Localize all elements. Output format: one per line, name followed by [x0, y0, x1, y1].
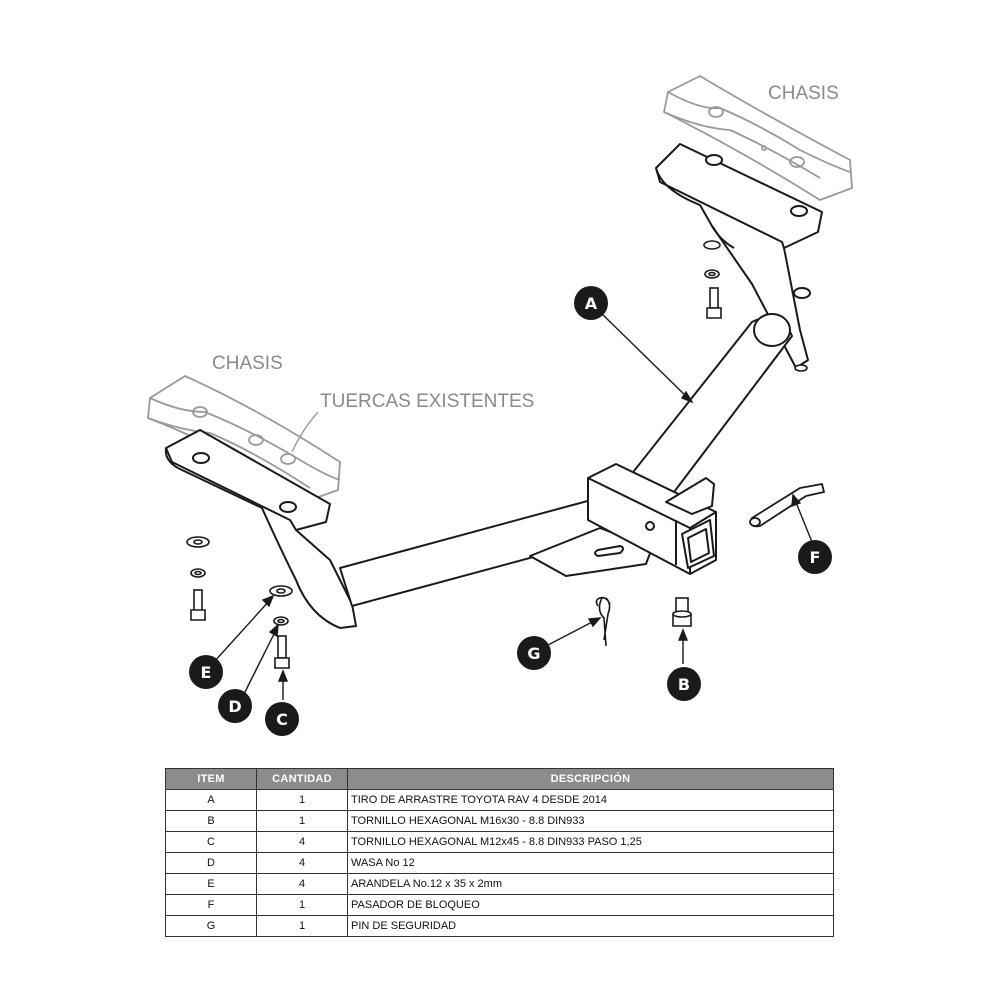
chasis-label-left: CHASIS [212, 353, 283, 374]
table-row: E 4 ARANDELA No.12 x 35 x 2mm [165, 873, 834, 895]
callout-f-letter: F [810, 548, 821, 567]
chasis-label-right: CHASIS [768, 83, 839, 104]
locking-pin-f [749, 483, 825, 528]
row-item: G [165, 915, 257, 937]
row-descripcion: PASADOR DE BLOQUEO [347, 894, 834, 916]
callout-f: F [798, 540, 832, 574]
row-cantidad: 1 [256, 915, 348, 937]
row-cantidad: 4 [256, 852, 348, 874]
table-row: B 1 TORNILLO HEXAGONAL M16x30 - 8.8 DIN9… [165, 810, 834, 832]
callout-b: B [667, 667, 701, 701]
row-cantidad: 1 [256, 789, 348, 811]
row-descripcion: WASA No 12 [347, 852, 834, 874]
callout-g-letter: G [527, 644, 540, 663]
table-row: F 1 PASADOR DE BLOQUEO [165, 894, 834, 916]
callout-b-letter: B [678, 675, 690, 694]
hitch-body [164, 143, 823, 629]
row-descripcion: PIN DE SEGURIDAD [347, 915, 834, 937]
row-item: A [165, 789, 257, 811]
row-item: C [165, 831, 257, 853]
table-row: G 1 PIN DE SEGURIDAD [165, 915, 834, 937]
row-descripcion: ARANDELA No.12 x 35 x 2mm [347, 873, 834, 895]
parts-table: ITEM CANTIDAD DESCRIPCIÓN A 1 TIRO DE AR… [165, 768, 834, 937]
row-cantidad: 1 [256, 894, 348, 916]
row-item: E [165, 873, 257, 895]
callout-c-letter: C [276, 710, 288, 729]
parts-table-header-row: ITEM CANTIDAD DESCRIPCIÓN [165, 768, 834, 790]
row-cantidad: 4 [256, 873, 348, 895]
row-item: D [165, 852, 257, 874]
row-cantidad: 1 [256, 810, 348, 832]
table-row: C 4 TORNILLO HEXAGONAL M12x45 - 8.8 DIN9… [165, 831, 834, 853]
hardware-right [703, 240, 808, 372]
callout-a: A [574, 286, 608, 320]
row-item: B [165, 810, 257, 832]
table-row: D 4 WASA No 12 [165, 852, 834, 874]
row-descripcion: TORNILLO HEXAGONAL M12x45 - 8.8 DIN933 P… [347, 831, 834, 853]
hitch-plate [529, 527, 653, 577]
row-item: F [165, 894, 257, 916]
callout-d-letter: D [228, 697, 241, 716]
safety-pin-g [595, 596, 611, 647]
leader-lines [213, 311, 813, 700]
header-cantidad: CANTIDAD [256, 768, 348, 790]
header-item: ITEM [165, 768, 257, 790]
chassis-rail-right [663, 75, 853, 201]
callout-c: C [265, 702, 299, 736]
header-descripcion: DESCRIPCIÓN [347, 768, 834, 790]
bolt-b [672, 597, 692, 627]
table-row: A 1 TIRO DE ARRASTRE TOYOTA RAV 4 DESDE … [165, 789, 834, 811]
callout-d: D [218, 689, 252, 723]
left-bracket [164, 429, 357, 629]
callout-e: E [189, 655, 223, 689]
tuercas-existentes-label: TUERCAS EXISTENTES [320, 391, 534, 412]
hardware-left [186, 536, 293, 669]
row-descripcion: TORNILLO HEXAGONAL M16x30 - 8.8 DIN933 [347, 810, 834, 832]
row-cantidad: 4 [256, 831, 348, 853]
callout-g: G [517, 636, 551, 670]
callout-e-letter: E [201, 663, 212, 682]
callout-a-letter: A [585, 294, 598, 313]
row-descripcion: TIRO DE ARRASTRE TOYOTA RAV 4 DESDE 2014 [347, 789, 834, 811]
